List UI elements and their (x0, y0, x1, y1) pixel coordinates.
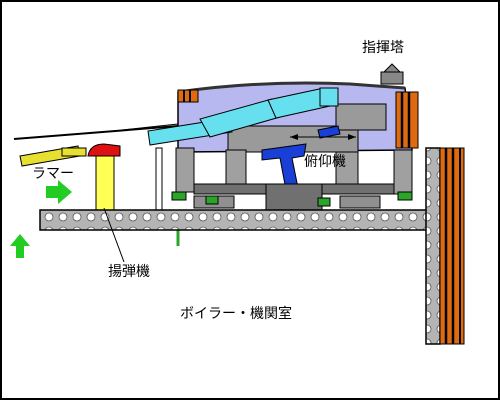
support-post (155, 147, 163, 211)
gun-barrel (147, 87, 339, 146)
shell-hoist-label: 揚弾機 (108, 263, 150, 280)
green-up-arrow-icon (10, 234, 30, 258)
turret-base (171, 147, 413, 246)
rammer-label: ラマー (32, 166, 74, 182)
boiler-engine-room-label: ボイラー・機関室 (180, 305, 292, 322)
main-deck-beam (39, 209, 435, 231)
conning-tower-label: 指揮塔 (362, 40, 404, 56)
upper-deck-line (13, 125, 179, 140)
green-right-arrow-icon (46, 180, 72, 204)
elevation-gear-label: 俯仰機 (304, 154, 346, 170)
rammer (19, 145, 87, 167)
conning-tower-hood (380, 63, 404, 85)
elevation-double-arrow-icon (290, 134, 356, 140)
upper-deck-thin (121, 123, 179, 131)
hoist-leader-line (103, 207, 125, 263)
hull-side (425, 147, 465, 345)
